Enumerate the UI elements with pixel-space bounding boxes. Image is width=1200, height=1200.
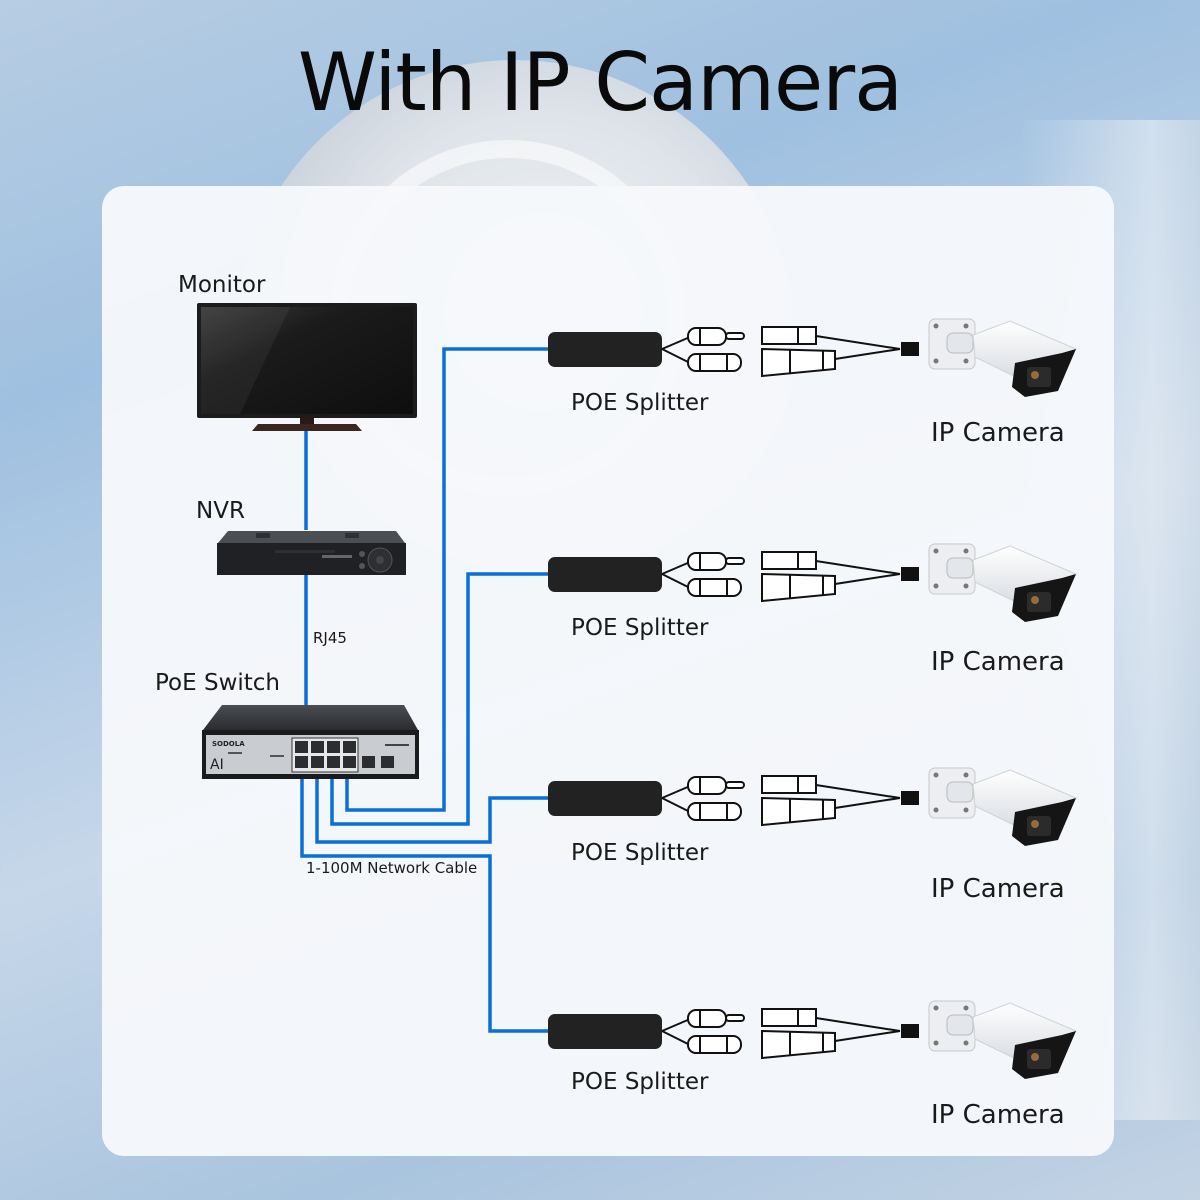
dc-plug-icon <box>687 776 745 795</box>
dc-plug-icon <box>687 552 745 571</box>
ip-camera-icon <box>928 1000 1077 1079</box>
dc-plug-icon <box>687 1009 745 1028</box>
branch-2 <box>548 543 1077 622</box>
poe-splitter-icon <box>548 781 662 816</box>
rj45-coupler-icon <box>761 572 836 603</box>
rj45-label: RJ45 <box>313 629 347 647</box>
nvr-label: NVR <box>196 498 245 524</box>
dc-plug-icon <box>687 327 745 346</box>
camera-pigtail <box>815 335 901 360</box>
cable-branch-4 <box>300 778 552 1033</box>
rj45-plug-icon <box>687 353 742 372</box>
rj45-coupler-icon <box>761 347 836 378</box>
rj45-plug-icon <box>687 578 742 597</box>
camera-pigtail <box>815 560 901 585</box>
poe-splitter-label: POE Splitter <box>571 615 709 641</box>
ip-camera-icon <box>928 767 1077 846</box>
cable-branch-3 <box>315 778 552 844</box>
rj45-plug-icon <box>687 1035 742 1054</box>
monitor-label: Monitor <box>178 272 266 298</box>
poe-switch-icon <box>202 705 419 779</box>
rj45-coupler-icon <box>761 796 836 827</box>
poe-switch-label: PoE Switch <box>155 670 281 696</box>
rj45-plug-icon <box>687 802 742 821</box>
dc-jack-icon <box>761 551 817 570</box>
cable-branch-1 <box>345 347 550 812</box>
ip-camera-label: IP Camera <box>931 1100 1065 1130</box>
splitter-wires <box>661 336 691 364</box>
cable-branch-2 <box>330 572 552 826</box>
cables <box>300 347 552 1033</box>
network-cable-label: 1-100M Network Cable <box>306 859 478 877</box>
branch-1 <box>548 318 1077 397</box>
dc-jack-icon <box>761 326 817 345</box>
poe-splitter-icon <box>548 557 662 592</box>
camera-pigtail <box>815 1017 901 1042</box>
splitter-wires <box>661 785 691 813</box>
rj45-coupler-icon <box>761 1029 836 1060</box>
poe-splitter-label: POE Splitter <box>571 390 709 416</box>
splitter-wires <box>661 1018 691 1046</box>
dc-jack-icon <box>761 775 817 794</box>
poe-splitter-icon <box>548 1014 662 1049</box>
ip-camera-label: IP Camera <box>931 874 1065 904</box>
ip-camera-label: IP Camera <box>931 647 1065 677</box>
dc-jack-icon <box>761 1008 817 1027</box>
switch-ai-mark: AI <box>210 757 224 773</box>
branch-3 <box>548 767 1077 846</box>
splitter-wires <box>661 561 691 589</box>
ip-camera-icon <box>928 318 1077 397</box>
ip-camera-icon <box>928 543 1077 622</box>
camera-pigtail <box>815 784 901 809</box>
poe-splitter-label: POE Splitter <box>571 840 709 866</box>
switch-brand: SODOLA <box>212 740 245 748</box>
poe-splitter-label: POE Splitter <box>571 1069 709 1095</box>
branch-4 <box>548 1000 1077 1079</box>
ip-camera-label: IP Camera <box>931 418 1065 448</box>
page-title: With IP Camera <box>297 36 903 129</box>
monitor-icon <box>197 303 417 431</box>
poe-splitter-icon <box>548 332 662 367</box>
nvr-icon <box>217 531 406 575</box>
